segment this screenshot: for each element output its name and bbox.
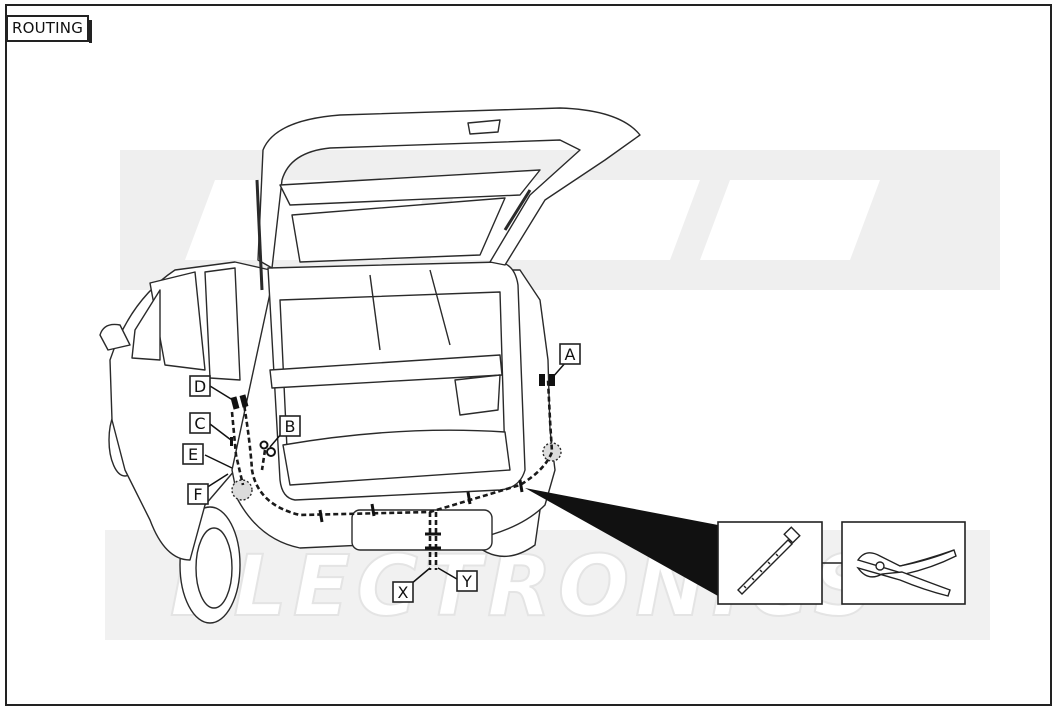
detail-pointer bbox=[525, 488, 718, 596]
callout-X: X bbox=[392, 581, 414, 603]
callout-B: B bbox=[279, 415, 301, 437]
svg-text:E: E bbox=[188, 445, 198, 464]
harness-route bbox=[230, 379, 554, 570]
svg-text:C: C bbox=[194, 414, 205, 433]
callout-A: A bbox=[559, 343, 581, 365]
callout-D: D bbox=[189, 375, 211, 397]
section-title: ROUTING bbox=[6, 15, 93, 43]
frame-border bbox=[5, 4, 1052, 706]
car-illustration bbox=[99, 107, 641, 624]
svg-text:X: X bbox=[398, 583, 409, 602]
grommet-icon bbox=[259, 440, 276, 457]
svg-text:F: F bbox=[193, 485, 202, 504]
svg-text:B: B bbox=[285, 417, 296, 436]
side-cutter-pliers-icon bbox=[856, 549, 957, 597]
callout-E: E bbox=[182, 443, 204, 465]
callout-F: F bbox=[187, 483, 209, 505]
svg-text:A: A bbox=[565, 345, 576, 364]
callout-Y: Y bbox=[456, 570, 478, 592]
svg-text:Y: Y bbox=[461, 572, 472, 591]
tie-markers bbox=[318, 479, 524, 550]
tool-panels bbox=[717, 521, 966, 605]
cable-tie-icon bbox=[737, 526, 801, 595]
svg-text:D: D bbox=[194, 377, 206, 396]
callout-C: C bbox=[189, 412, 211, 434]
